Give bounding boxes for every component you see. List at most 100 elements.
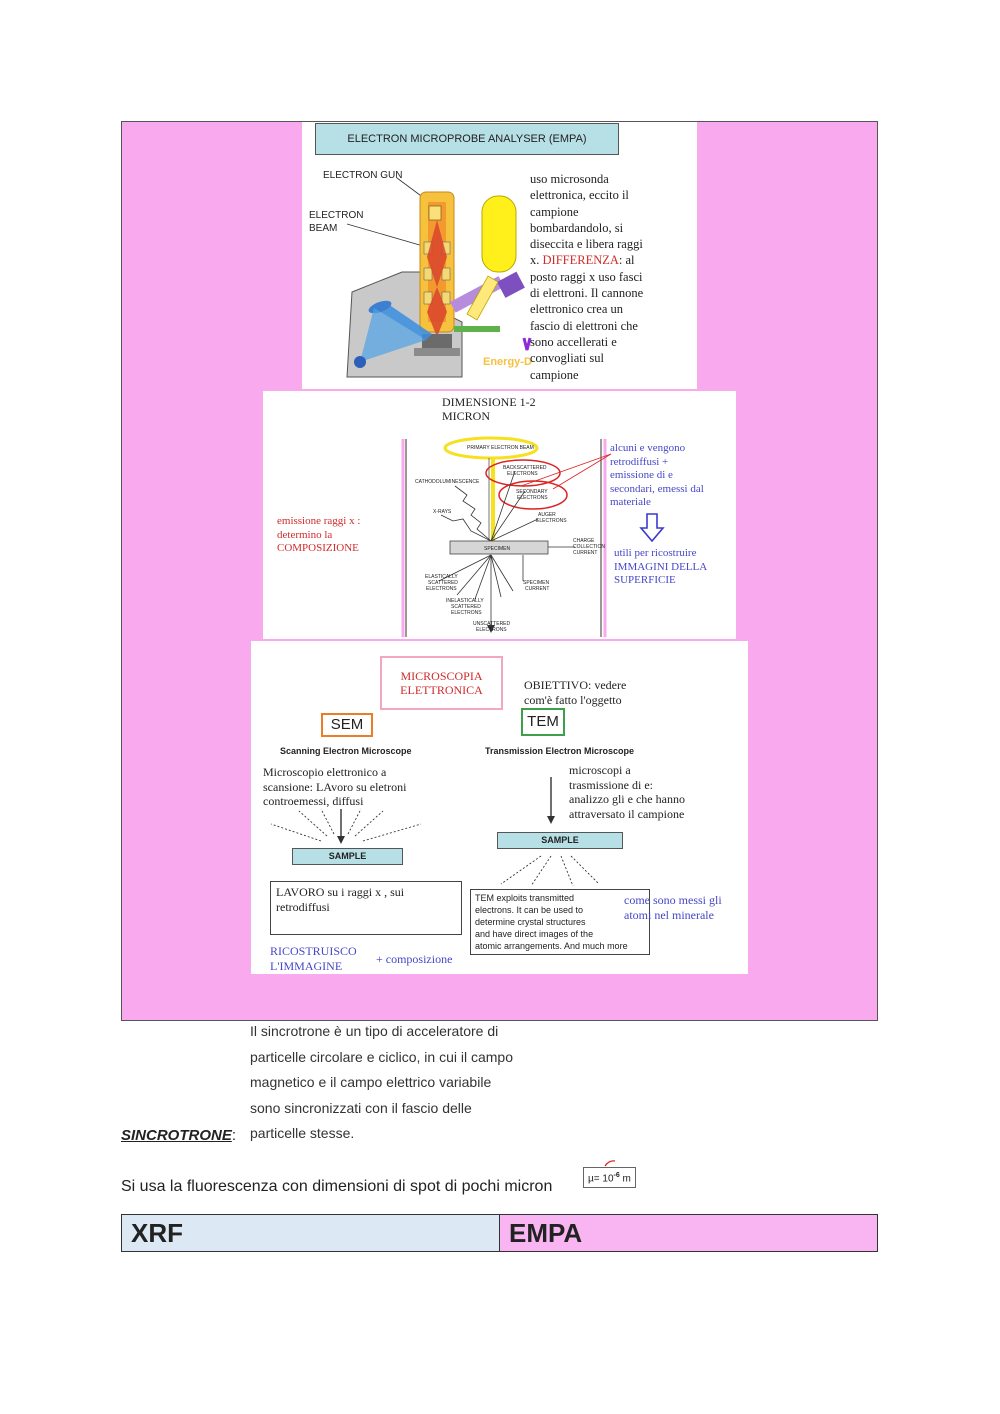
empa-note-line: convogliati sul — [530, 351, 604, 366]
lbl-auger-1: AUGER — [538, 512, 556, 518]
empa-header: EMPA — [499, 1214, 878, 1252]
sincrotrone-heading-row: SINCROTRONE: — [121, 1127, 236, 1144]
tem-full-name: Transmission Electron Microscope — [485, 746, 635, 756]
dimension-line-1: DIMENSIONE 1-2 — [442, 395, 536, 409]
sincrotrone-line: Il sincrotrone è un tipo di acceleratore… — [250, 1023, 499, 1039]
dimension-label: DIMENSIONE 1-2 MICRON — [442, 395, 536, 423]
retro-note-line: materiale — [610, 496, 651, 508]
tem-description-box: TEM exploits transmitted electrons. It c… — [470, 889, 650, 955]
lbl-unscattered-1: UNSCATTERED — [473, 621, 511, 627]
empa-note-line: elettronica, eccito il — [530, 188, 629, 203]
lbl-charge-2: COLLECTION — [573, 544, 605, 550]
objective-line-2: com'è fatto l'oggetto — [524, 693, 622, 707]
empa-note-line-end: : al — [618, 253, 635, 268]
lbl-unscattered-2: ELECTRONS — [476, 627, 507, 633]
sem-note-line: scansione: LAvoro su eletroni — [263, 779, 407, 794]
tem-note-line: trasmissione di e: — [569, 777, 653, 792]
xray-note-line: determino la — [277, 528, 333, 541]
dimension-line-2: MICRON — [442, 409, 491, 423]
empa-panel: ELECTRON MICROPROBE ANALYSER (EMPA) ELEC… — [302, 122, 697, 389]
lbl-xrays: X-RAYS — [433, 509, 452, 515]
sem-sample: SAMPLE — [292, 848, 403, 865]
microscopy-panel: MICROSCOPIA ELETTRONICA OBIETTIVO: veder… — [251, 641, 748, 974]
come-note-line: come sono messi gli — [624, 893, 722, 907]
lavoro-line: LAVORO su i raggi x , sui — [276, 885, 405, 899]
tem-sample: SAMPLE — [497, 832, 623, 849]
lbl-inelastic-2: SCATTERED — [451, 604, 481, 610]
label-electron-gun: ELECTRON GUN — [323, 170, 403, 181]
sincrotrone-line: particelle stesse. — [250, 1125, 355, 1141]
interaction-diagram: PRIMARY ELECTRON BEAM BACKSCATTERED ELEC… — [401, 436, 665, 637]
lbl-auger-2: ELECTRONS — [536, 518, 567, 524]
lbl-elastic-2: SCATTERED — [428, 580, 458, 586]
lbl-inelastic-1: INELASTICALLY — [446, 598, 484, 604]
come-note: come sono messi gli atomi nel minerale — [624, 893, 722, 922]
empa-note: uso microsonda elettronica, eccito il ca… — [530, 171, 696, 383]
lbl-specimen-current-1: SPECIMEN — [523, 580, 550, 586]
lbl-secondary-2: ELECTRONS — [517, 495, 548, 501]
lavoro-box: LAVORO su i raggi x , sui retrodiffusi — [270, 881, 462, 935]
tem-label: TEM — [521, 708, 565, 736]
microscopia-title-2: ELETTRONICA — [400, 683, 483, 697]
empa-note-line: di elettroni. Il cannone — [530, 286, 644, 301]
tem-box-line: electrons. It can be used to — [475, 905, 584, 915]
empa-note-line-start: x. — [530, 253, 543, 268]
sincrotrone-paragraph: Il sincrotrone è un tipo di acceleratore… — [250, 1019, 550, 1147]
unit-tail: m — [619, 1173, 631, 1185]
sincrotrone-line: magnetico e il campo elettrico variabile — [250, 1074, 492, 1090]
lbl-elastic-1: ELASTICALLY — [425, 574, 458, 580]
lbl-backscattered-1: BACKSCATTERED — [503, 465, 547, 471]
lbl-charge-3: CURRENT — [573, 550, 597, 556]
sincrotrone-line: sono sincronizzati con il fascio delle — [250, 1099, 472, 1116]
empa-note-line-differenza: x. DIFFERENZA: al — [530, 252, 696, 268]
immagini-note-line: SUPERFICIE — [614, 574, 676, 586]
label-electron-beam-2: BEAM — [309, 223, 338, 234]
empa-note-line: elettronico crea un — [530, 302, 624, 317]
red-tick-mark — [604, 1160, 616, 1167]
energy-label: Energy-D — [483, 356, 532, 368]
sincrotrone-line: particelle circolare e ciclico, in cui i… — [250, 1048, 513, 1065]
lavoro-line: retrodiffusi — [276, 899, 330, 914]
xray-note: emissione raggi x : determino la COMPOSI… — [277, 515, 360, 556]
retrodiffusi-note: alcuni e vengono retrodiffusi + emission… — [610, 442, 704, 510]
ricostruisco-line-2: L'IMMAGINE — [270, 959, 343, 973]
microscopia-title-box: MICROSCOPIA ELETTRONICA — [380, 656, 503, 710]
sem-full-name: Scanning Electron Microscope — [280, 746, 412, 756]
tem-note-line: microscopi a — [569, 763, 631, 777]
comparison-header-row: XRF EMPA — [121, 1214, 878, 1252]
empa-note-line: diseccita e libera raggi — [530, 237, 643, 252]
tem-box-line: and have direct images of the — [475, 929, 594, 939]
retro-note-line: retrodiffusi + — [610, 455, 669, 468]
sincrotrone-heading: SINCROTRONE — [121, 1127, 232, 1144]
lbl-backscattered-2: ELECTRONS — [507, 471, 538, 477]
lbl-charge-1: CHARGE — [573, 538, 595, 544]
tem-note-line: analizzo gli e che hanno — [569, 792, 685, 806]
empa-diagram — [346, 177, 532, 378]
immagini-note-line: utili per ricostruire — [614, 547, 697, 559]
lbl-specimen: SPECIMEN — [484, 546, 511, 552]
empa-title: ELECTRON MICROPROBE ANALYSER (EMPA) — [315, 123, 619, 155]
lbl-inelastic-3: ELECTRONS — [451, 610, 482, 616]
objective-line-1: OBIETTIVO: vedere — [524, 678, 627, 692]
lbl-elastic-3: ELECTRONS — [426, 586, 457, 592]
comparison-table: XRF EMPA — [121, 1214, 878, 1252]
lbl-secondary-1: SECONDARY — [516, 489, 548, 495]
empa-note-line: posto raggi x uso fasci — [530, 269, 643, 284]
lbl-primary: PRIMARY ELECTRON BEAM — [467, 445, 534, 451]
empa-note-line: fascio di elettroni che — [530, 318, 638, 333]
xray-note-line: COMPOSIZIONE — [277, 542, 359, 554]
xray-note-line: emissione raggi x : — [277, 515, 361, 527]
lbl-specimen-current-2: CURRENT — [525, 586, 549, 592]
microscopy-arrows — [270, 777, 600, 887]
unit-base: µ= 10 — [588, 1173, 614, 1185]
empa-note-line: campione — [530, 367, 579, 382]
fluorescence-text: Si usa la fluorescenza con dimensioni di… — [121, 1178, 553, 1195]
tem-note-line: attraversato il campione — [569, 806, 685, 821]
sem-note: Microscopio elettronico a scansione: LAv… — [263, 765, 406, 809]
immagini-note: utili per ricostruire IMMAGINI DELLA SUP… — [614, 547, 707, 588]
retro-note-line: secondari, emessi dal — [610, 482, 704, 495]
tem-note: microscopi a trasmissione di e: analizzo… — [569, 763, 685, 821]
immagini-note-line: IMMAGINI DELLA — [614, 560, 708, 573]
come-note-line: atomi nel minerale — [624, 907, 714, 922]
micron-unit-badge: µ= 10-6 m — [583, 1167, 636, 1189]
